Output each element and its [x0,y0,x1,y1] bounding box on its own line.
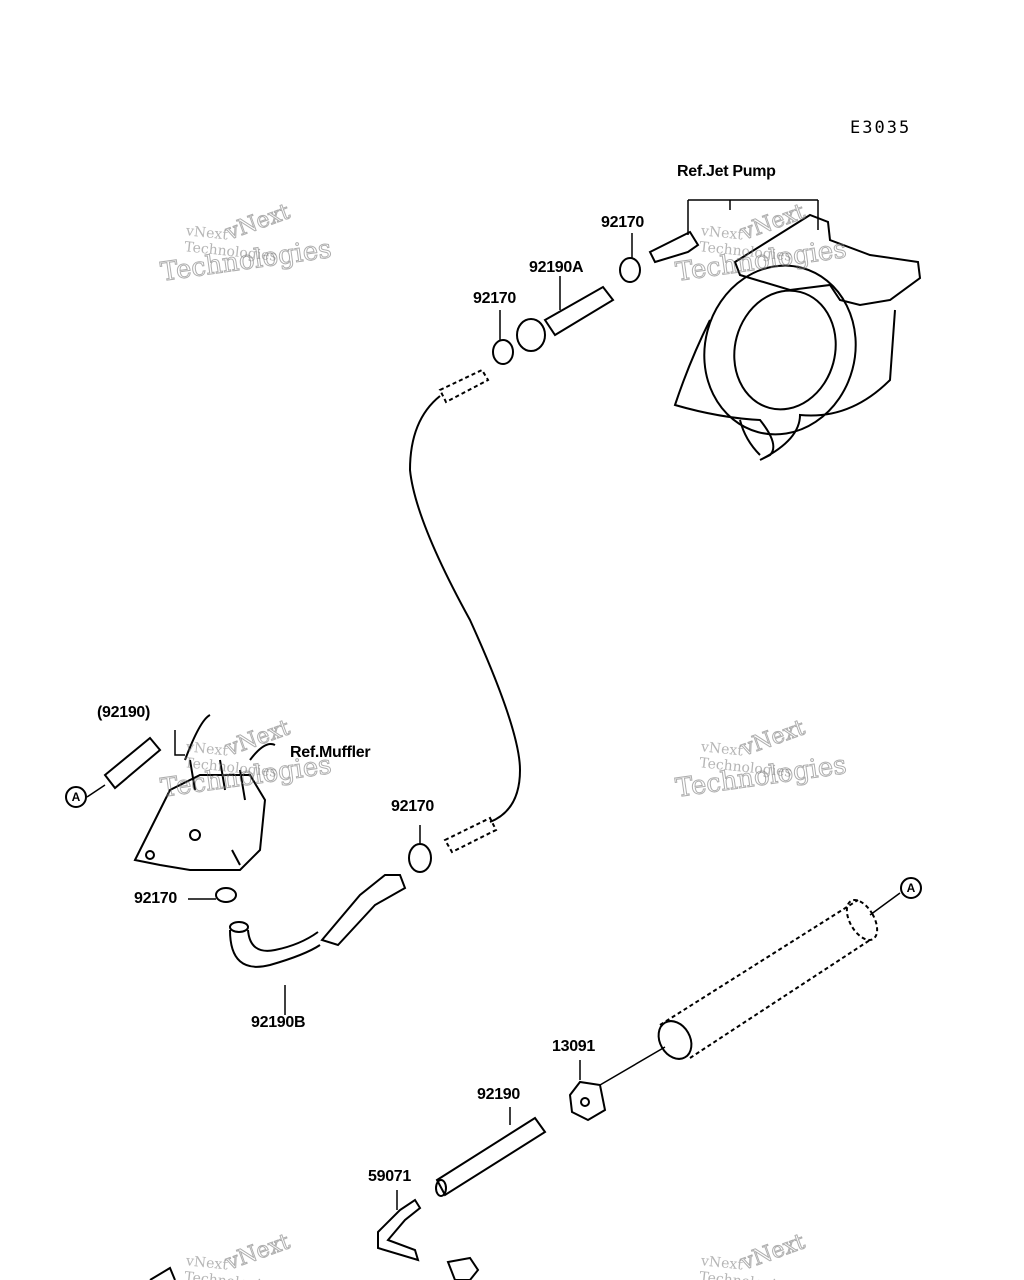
part-label-92190[interactable]: 92190 [477,1086,520,1103]
part-label-92190b[interactable]: 92190B [251,1014,306,1031]
connector-mark-a: A [65,786,87,808]
part-label-59071[interactable]: 59071 [368,1168,411,1185]
part-label-92170[interactable]: 92170 [601,214,644,231]
part-label-13091[interactable]: 13091 [552,1038,595,1055]
part-label-92170[interactable]: 92170 [134,890,177,907]
label-ref-jet-pump: Ref.Jet Pump [677,163,776,180]
connector-mark-a: A [900,877,922,899]
diagram-code: E3035 [850,118,912,138]
part-label-92170[interactable]: 92170 [473,290,516,307]
label-ref-muffler: Ref.Muffler [290,744,371,761]
muffler-part [133,714,276,871]
part-label-92170[interactable]: 92170 [391,798,434,815]
part-label-92190-ref[interactable]: (92190) [97,704,151,721]
jet-pump-part [673,213,922,461]
part-label-92190a[interactable]: 92190A [529,259,584,276]
